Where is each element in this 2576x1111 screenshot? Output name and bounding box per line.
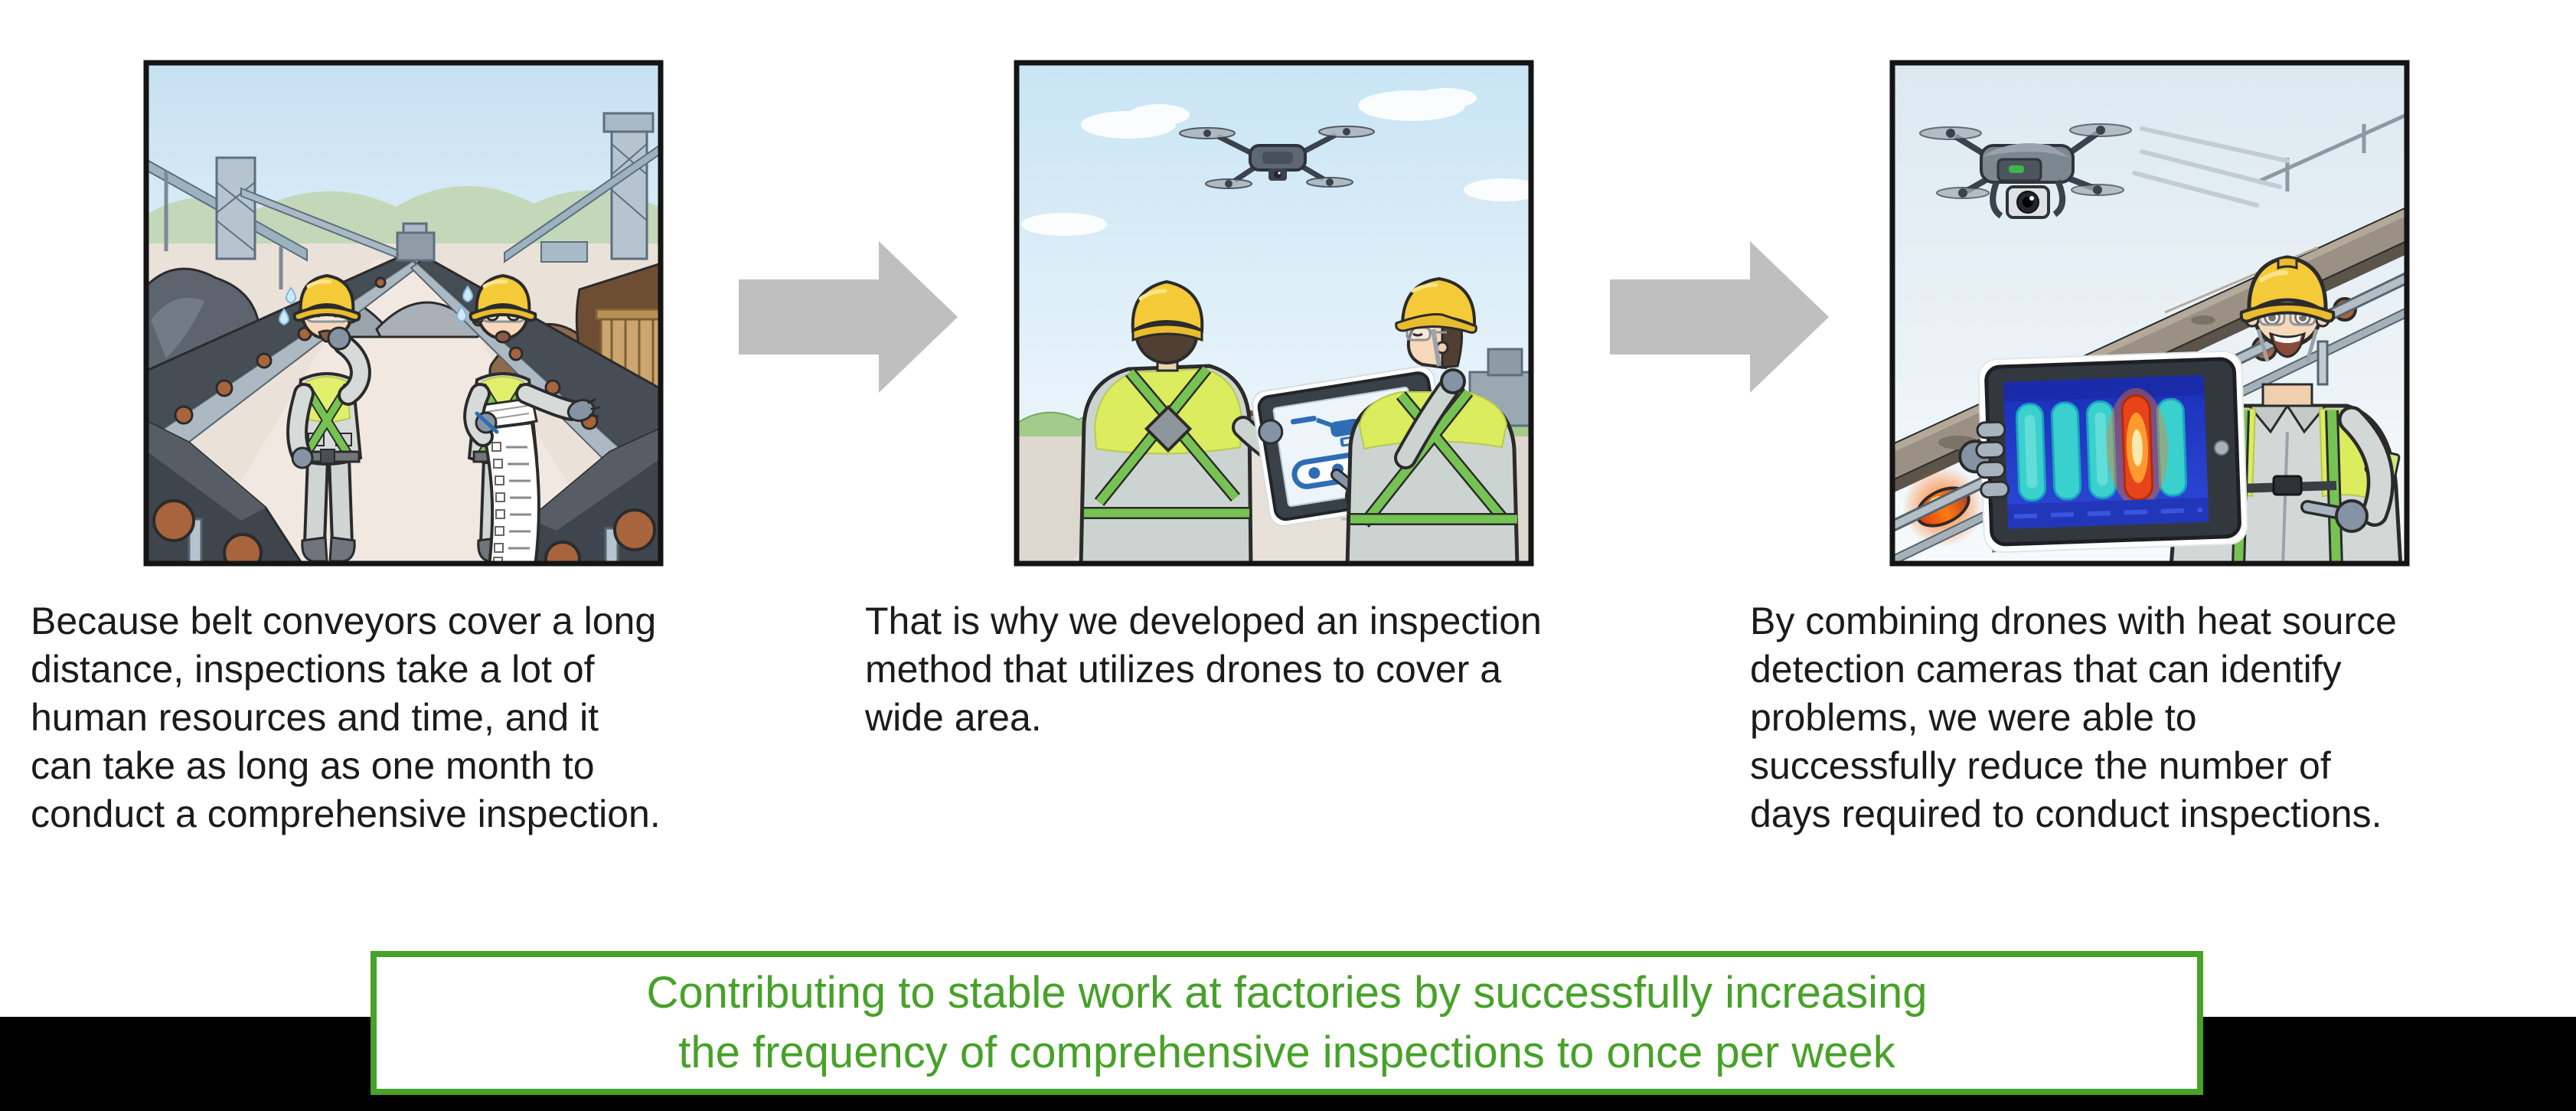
conclusion-text: Contributing to stable work at factories… xyxy=(646,968,1928,1077)
glove-holding-tablet xyxy=(1975,420,2010,499)
drone-icon xyxy=(1179,126,1375,189)
flow-arrow-icon xyxy=(737,240,959,396)
panel-thermal-detection xyxy=(1889,60,2410,567)
right-arrow-shape xyxy=(739,241,958,393)
caption-thermal-result: By combining drones with heat source det… xyxy=(1750,600,2397,835)
harness-buckle xyxy=(2272,475,2303,496)
panel-border xyxy=(1014,60,1534,567)
foreground-conveyor-left xyxy=(147,420,303,563)
harness-pad xyxy=(1144,404,1193,453)
glove-holding-tablet xyxy=(1258,419,1284,445)
manual-inspection-illustration xyxy=(143,60,664,567)
caption-drone-method: That is why we developed an inspection m… xyxy=(865,600,1542,739)
right-arrow-shape xyxy=(1610,241,1829,393)
worker-watching-drone xyxy=(1345,276,1520,563)
thermal-image-tablet xyxy=(1958,350,2248,554)
open-glove xyxy=(566,399,596,422)
glove-wiping xyxy=(327,326,351,351)
panel-drone-inspection xyxy=(1014,60,1534,567)
pointing-glove xyxy=(2335,499,2369,533)
pen xyxy=(475,411,499,434)
panel-manual-inspection xyxy=(143,60,664,567)
drone-with-camera-icon xyxy=(1919,123,2290,219)
panel-border xyxy=(143,60,664,567)
worker-wiping-brow xyxy=(278,273,371,563)
caption-manual-inspection: Because belt conveyors cover a long dist… xyxy=(31,600,661,835)
clouds xyxy=(1021,88,1530,236)
thermal-hot-spot xyxy=(2106,387,2168,508)
hard-hat xyxy=(2247,255,2328,316)
guard-rail xyxy=(2255,113,2406,191)
right-conveyor-gantry xyxy=(504,112,660,263)
chin-strap xyxy=(1431,328,1441,367)
landing-skids xyxy=(1990,179,2065,219)
left-conveyor-gantry xyxy=(147,156,416,289)
drone-inspection-illustration xyxy=(1014,60,1534,567)
glove-at-chin xyxy=(1440,368,1466,394)
chin-strap xyxy=(2256,328,2319,362)
thermal-detection-illustration xyxy=(1889,60,2410,567)
motion-lines xyxy=(2132,126,2290,207)
conclusion-box: Contributing to stable work at factories… xyxy=(371,951,2203,1095)
worried-mouth xyxy=(495,330,511,344)
home-button xyxy=(2213,439,2229,456)
panel-border xyxy=(1889,60,2410,567)
transfer-station xyxy=(396,222,436,262)
foreground-conveyor-right xyxy=(500,427,660,563)
glove xyxy=(291,446,314,469)
drone-led xyxy=(2009,165,2024,173)
worker-showing-thermal-image xyxy=(1958,255,2403,563)
flow-arrow-icon xyxy=(1608,240,1830,396)
